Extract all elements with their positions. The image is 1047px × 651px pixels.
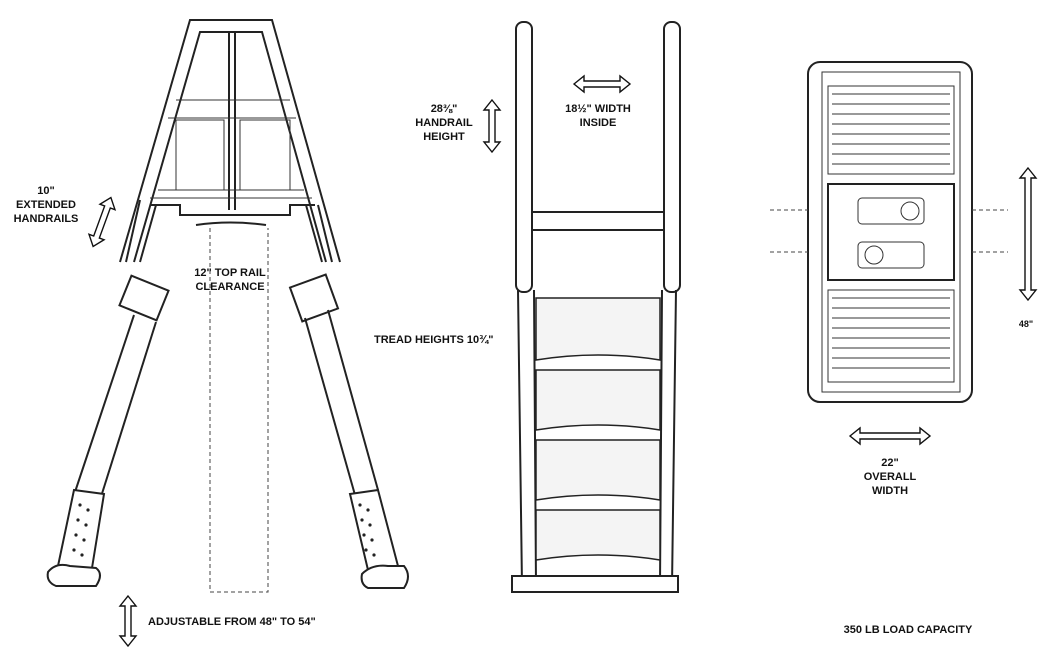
extended-handrails-line3: HANDRAILS — [14, 213, 79, 225]
handrail-height-value: 28⅜" — [431, 103, 458, 115]
adjustable-arrow — [118, 594, 138, 648]
extended-handrails-arrow — [87, 196, 117, 248]
adjustable-label: ADJUSTABLE FROM 48" TO 54" — [148, 616, 316, 628]
length-48-arrow — [1018, 166, 1038, 302]
overall-width-arrow — [848, 426, 932, 446]
overall-width-line3: WIDTH — [872, 485, 908, 497]
overall-width-label: 22" OVERALL WIDTH — [864, 457, 917, 497]
width-inside-arrow — [572, 74, 632, 94]
handrail-height-line3: HEIGHT — [423, 131, 465, 143]
ladder-top-view — [770, 61, 1008, 403]
dimension-arrows — [87, 74, 1038, 648]
top-rail-line1: 12" TOP RAIL — [194, 267, 266, 279]
extended-handrails-label: 10" EXTENDED HANDRAILS — [14, 185, 79, 225]
extended-handrails-value: 10" — [37, 185, 54, 197]
load-capacity-label: 350 LB LOAD CAPACITY — [844, 624, 973, 636]
width-inside-label: 18½" WIDTH INSIDE — [565, 103, 631, 129]
top-rail-line2: CLEARANCE — [195, 281, 264, 293]
handrail-height-arrow — [482, 98, 502, 154]
overall-width-value: 22" — [881, 457, 898, 469]
width-inside-line2: INSIDE — [580, 117, 617, 129]
extended-handrails-line2: EXTENDED — [16, 199, 76, 211]
handrail-height-label: 28⅜" HANDRAIL HEIGHT — [415, 103, 473, 143]
length-48-label: 48" — [1019, 319, 1033, 329]
overall-width-line2: OVERALL — [864, 471, 917, 483]
top-rail-clearance-label: 12" TOP RAIL CLEARANCE — [194, 267, 266, 293]
tread-heights-label: TREAD HEIGHTS 10¾" — [374, 334, 494, 346]
ladder-front-view — [511, 21, 681, 593]
handrail-height-line2: HANDRAIL — [415, 117, 473, 129]
width-inside-line1: 18½" WIDTH — [565, 103, 631, 115]
a-frame-side-view — [46, 19, 409, 593]
